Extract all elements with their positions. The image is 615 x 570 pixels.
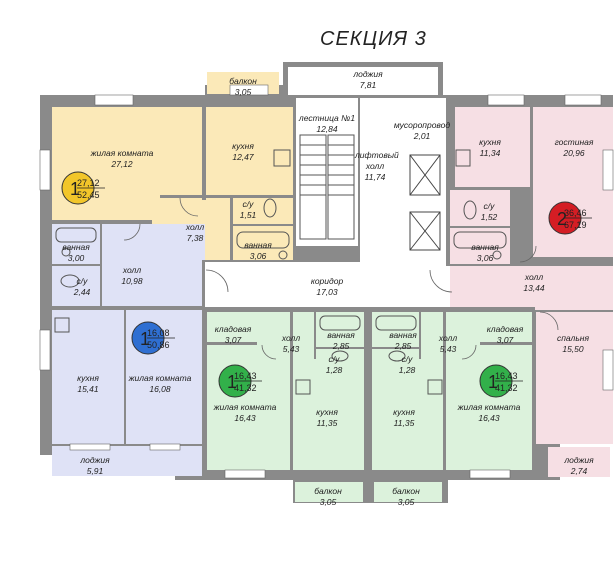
badge-rooms: 1 xyxy=(140,329,150,349)
room-loggia-top xyxy=(288,67,438,95)
badge-total: 52,45 xyxy=(77,190,100,200)
badge-total: 67,19 xyxy=(564,220,587,230)
staircase-steps xyxy=(299,134,355,240)
badge-living: 16,43 xyxy=(234,371,257,381)
room-p-loggia xyxy=(548,447,610,477)
interior-walls xyxy=(52,98,536,481)
badge-living: 27,12 xyxy=(77,178,100,188)
section-title: СЕКЦИЯ 3 xyxy=(320,28,427,50)
fixtures xyxy=(54,134,507,395)
badge-total: 41,32 xyxy=(495,383,518,393)
badge-total: 41,32 xyxy=(234,383,257,393)
badge-total: 50,86 xyxy=(147,340,170,350)
badge-rooms: 2 xyxy=(557,209,567,229)
badge-living: 36,46 xyxy=(564,208,587,218)
room-stair xyxy=(296,98,358,246)
apartment-badge-red: 2 36,46 67,19 xyxy=(548,201,592,235)
apartment-badge-yellow: 1 27,12 52,45 xyxy=(61,171,105,205)
elevator-shafts xyxy=(409,154,441,251)
badge-rooms: 1 xyxy=(227,372,237,392)
room-lift-hall xyxy=(360,98,446,264)
room-p-kitchen xyxy=(455,107,530,187)
badge-living: 16,43 xyxy=(495,371,518,381)
door-swings xyxy=(123,197,559,360)
apartment-badge-blue: 1 16,08 50,86 xyxy=(131,321,175,355)
room-b-hall xyxy=(102,224,205,308)
room-y-kitchen xyxy=(205,107,293,195)
room-b-bath xyxy=(52,224,100,264)
windows xyxy=(39,84,614,479)
badge-rooms: 1 xyxy=(488,372,498,392)
room-p-bedroom xyxy=(536,312,613,444)
room-corridor xyxy=(205,262,450,307)
apartment-badge-green-right: 1 16,43 41,32 xyxy=(479,364,523,398)
room-g2-balcony xyxy=(374,482,442,502)
badge-living: 16,08 xyxy=(147,328,170,338)
room-p-hall xyxy=(450,266,613,310)
room-b-loggia xyxy=(52,446,202,476)
room-g1-balcony xyxy=(295,482,363,502)
apartment-badge-green-left: 1 16,43 41,32 xyxy=(218,364,262,398)
room-p-wc xyxy=(450,190,510,226)
room-y-wc xyxy=(233,198,293,224)
badge-rooms: 1 xyxy=(70,179,80,199)
